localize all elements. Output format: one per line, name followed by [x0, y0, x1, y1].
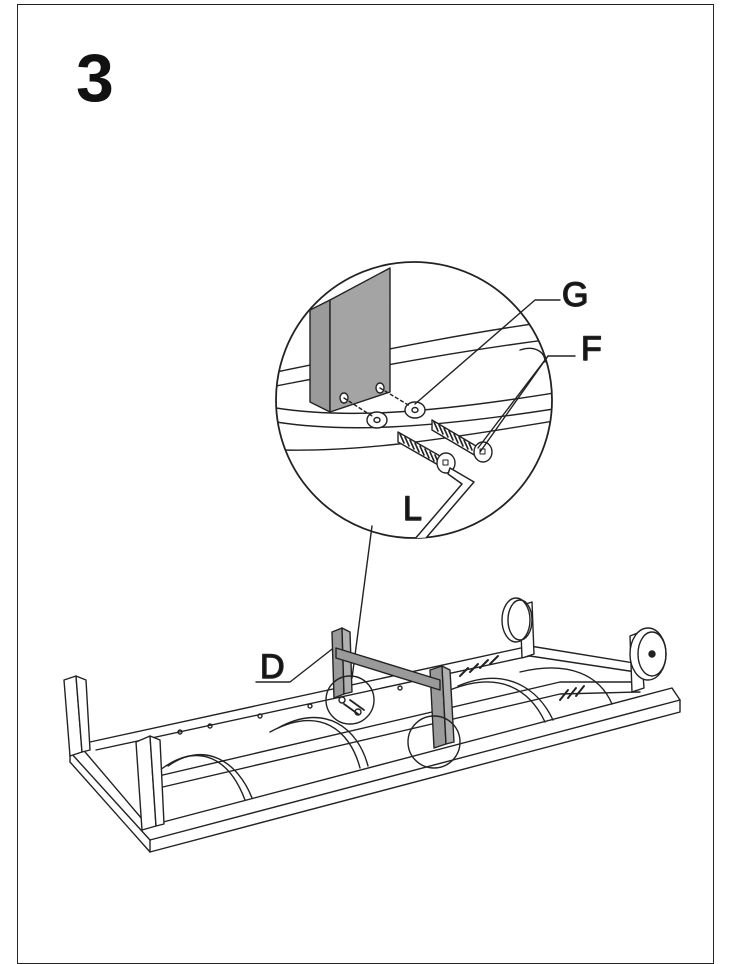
alignment-line-1	[343, 397, 373, 417]
zoom-frame-rail-mid	[276, 391, 552, 415]
slat-bow-2b	[277, 716, 369, 767]
leader-g	[414, 299, 561, 405]
washer-g-1-hole	[373, 416, 381, 424]
rear-wheel-cap	[501, 597, 531, 643]
slat-bow-3b	[457, 677, 554, 721]
bench-frame	[63, 597, 681, 853]
front-wheel-hub	[648, 650, 656, 658]
washer-g-2	[404, 401, 426, 419]
leader-d	[255, 645, 337, 683]
highlight-circle-2	[407, 715, 461, 769]
front-left-post-side	[149, 735, 165, 827]
zoom-post-front	[329, 267, 391, 413]
bolt-f-1	[397, 431, 456, 474]
callout-d: D	[260, 648, 285, 686]
inner-rail-2	[149, 691, 641, 791]
slat-bow-2	[269, 720, 361, 769]
callout-l: L	[403, 490, 422, 528]
rail-hole-1	[177, 729, 183, 735]
step-number: 3	[76, 40, 114, 116]
spring-hooks-rear	[459, 655, 499, 677]
rail-hole-4	[307, 703, 313, 709]
rail-hole-2	[207, 723, 213, 729]
assembly-illustration: G F L D	[63, 261, 681, 853]
front-rail-edge	[149, 699, 681, 853]
small-washer-2	[354, 708, 362, 716]
leader-f-2	[479, 355, 549, 453]
allen-key-l	[413, 467, 475, 538]
alignment-line-2	[379, 387, 411, 407]
slat-bow-4	[519, 667, 613, 705]
left-end-post-side	[75, 675, 91, 753]
rail-hole-5	[397, 685, 403, 691]
rear-wheel-cap-inner	[507, 599, 533, 641]
zoom-frame-rail-top	[276, 319, 552, 373]
zoom-post-side	[309, 299, 331, 413]
zoom-connector-line	[351, 525, 373, 679]
rail-hole-3	[257, 713, 263, 719]
small-washer-1	[338, 696, 346, 704]
slat-bow-3	[449, 681, 546, 723]
inner-rail	[149, 681, 641, 779]
crossbar-d	[335, 647, 441, 691]
spring-hooks-front	[559, 685, 585, 701]
callout-g: G	[562, 276, 588, 314]
callout-f: F	[581, 330, 602, 368]
detail-zoom-view	[275, 261, 576, 679]
front-wheel-cap-inner	[637, 631, 667, 677]
front-rail-bottom	[69, 761, 151, 853]
washer-g-2-hole	[411, 406, 419, 414]
back-rail-inner	[95, 655, 637, 751]
highlight-circle-1	[325, 675, 375, 725]
slat-bow-1b	[167, 754, 253, 799]
zoom-frame-rail-mid-2	[276, 407, 552, 429]
zoom-frame-rail-top-2	[276, 337, 552, 387]
